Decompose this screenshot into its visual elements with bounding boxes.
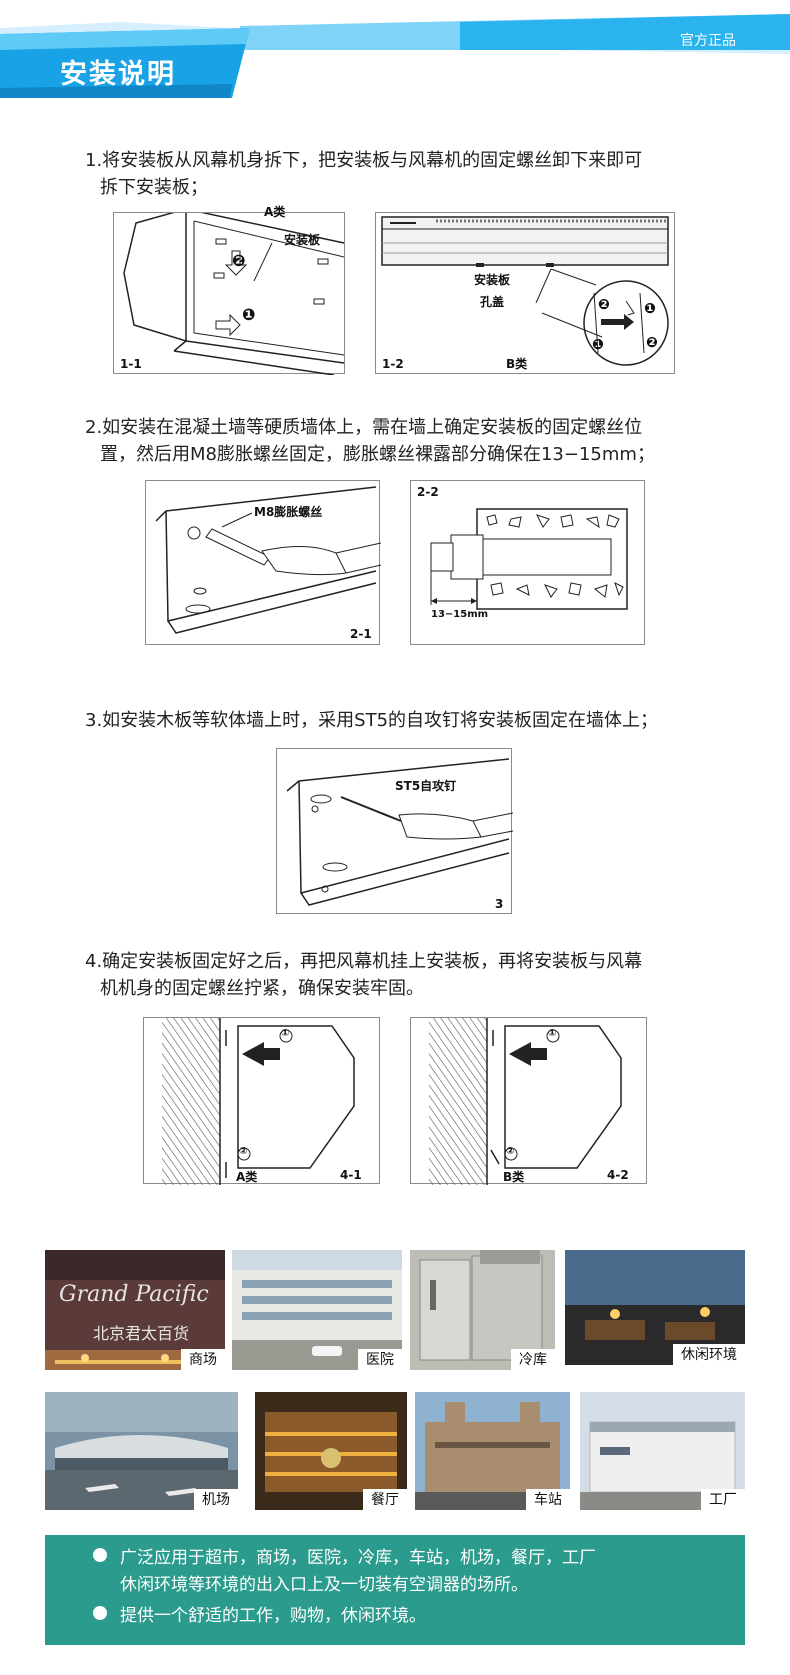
photo-caption: 工厂: [701, 1489, 745, 1510]
photo-caption: 休闲环境: [673, 1344, 745, 1365]
figure-2-2-drawing: [430, 508, 628, 610]
step-2-marker-icon: ②: [506, 1146, 515, 1157]
footer-line-1: 广泛应用于超市，商场，医院，冷库，车站，机场，餐厅，工厂: [120, 1548, 596, 1568]
step-4-line-1: 4.确定安装板固定好之后，再把风幕机挂上安装板，再将安装板与风幕: [85, 951, 643, 972]
marker-2-icon: ❷: [598, 297, 610, 313]
step-1-line-1: 1.将安装板从风幕机身拆下，把安装板与风幕机的固定螺丝卸下来即可: [85, 150, 643, 171]
figure-2-2-dimension: 13−15mm: [431, 609, 489, 620]
figure-2-1-drawing: [155, 486, 381, 634]
photo-caption: 医院: [358, 1349, 402, 1370]
figure-3: ST5自攻钉 3: [276, 748, 513, 914]
figure-2-2: 2-2 13−15mm: [410, 480, 645, 645]
figure-3-part: ST5自攻钉: [395, 779, 457, 793]
mall-sign-chinese: 北京君太百货: [93, 1324, 190, 1343]
photo-airport: 机场: [45, 1392, 238, 1510]
photo-mall: Grand Pacific 北京君太百货 商场: [45, 1250, 225, 1370]
photo-caption: 车站: [526, 1489, 570, 1510]
figure-1-1-number: 1-1: [120, 357, 142, 371]
photo-restaurant: 餐厅: [255, 1392, 407, 1510]
photo-cold-storage: 冷库: [410, 1250, 555, 1370]
marker-1-icon: ❶: [242, 305, 256, 324]
marker-2b-icon: ❷: [646, 335, 658, 351]
step-1-marker-icon: ①: [281, 1028, 290, 1039]
figure-3-drawing: [286, 758, 513, 906]
figure-1-2-part: 安装板: [474, 273, 511, 287]
marker-1-icon: ❶: [644, 301, 656, 317]
figure-1-1-drawing: [123, 213, 345, 375]
step-1-line-2: 拆下安装板；: [100, 177, 208, 198]
step-4-line-2: 机机身的固定螺丝拧紧，确保安装牢固。: [100, 978, 424, 999]
photo-caption: 机场: [194, 1489, 238, 1510]
figure-4-1-type: A类: [236, 1170, 258, 1184]
figure-4-1: ① ② A类 4-1: [143, 1017, 380, 1185]
figure-4-2-drawing: [429, 1018, 622, 1185]
figure-2-1: M8膨胀螺丝 2-1: [145, 480, 381, 645]
figure-2-1-part: M8膨胀螺丝: [254, 505, 323, 519]
footer-panel: 广泛应用于超市，商场，医院，冷库，车站，机场，餐厅，工厂 休闲环境等环境的出入口…: [45, 1535, 745, 1645]
photo-caption: 商场: [181, 1349, 225, 1370]
photo-caption: 餐厅: [363, 1489, 407, 1510]
figure-1-2-drawing: [381, 216, 669, 366]
figure-4-1-number: 4-1: [340, 1168, 362, 1182]
step-2-line-1: 2.如安装在混凝土墙等硬质墙体上，需在墙上确定安装板的固定螺丝位: [85, 417, 643, 438]
figure-1-2-part-2: 孔盖: [480, 295, 505, 309]
figure-2-2-number: 2-2: [417, 485, 439, 499]
step-3-line-1: 3.如安装木板等软体墙上时，采用ST5的自攻钉将安装板固定在墙体上；: [85, 710, 659, 731]
figure-1-1-type: A类: [264, 205, 286, 219]
photo-hospital: 医院: [232, 1250, 402, 1370]
header-banner: [0, 0, 790, 100]
step-2-marker-icon: ②: [239, 1146, 248, 1157]
bullet-icon: [93, 1548, 107, 1562]
step-1-marker-icon: ①: [548, 1028, 557, 1039]
footer-line-3: 提供一个舒适的工作，购物，休闲环境。: [120, 1606, 426, 1626]
figure-3-number: 3: [495, 897, 504, 911]
photo-factory: 工厂: [580, 1392, 745, 1510]
figure-1-1-part: 安装板: [284, 233, 321, 247]
marker-2-icon: ❷: [232, 251, 246, 270]
photo-caption: 冷库: [511, 1349, 555, 1370]
marker-1b-icon: ❶: [592, 337, 604, 353]
footer-line-2: 休闲环境等环境的出入口上及一切装有空调器的场所。: [120, 1575, 528, 1595]
photo-leisure: 休闲环境: [565, 1250, 745, 1365]
figure-4-2-number: 4-2: [607, 1168, 629, 1182]
figure-1-1: A类 安装板 ❷ ❶ 1-1: [113, 205, 345, 375]
figure-4-2: ① ② B类 4-2: [410, 1017, 647, 1185]
figure-2-1-number: 2-1: [350, 627, 372, 641]
figure-1-2-type: B类: [506, 357, 528, 371]
mall-sign-english: Grand Pacific: [59, 1282, 209, 1307]
photo-station: 车站: [415, 1392, 570, 1510]
bullet-icon: [93, 1606, 107, 1620]
authentic-tag: 官方正品: [680, 33, 736, 49]
figure-4-1-drawing: [162, 1018, 355, 1185]
section-title: 安装说明: [60, 59, 176, 90]
figure-1-2: 安装板 孔盖 ❷ ❶ ❶ ❷ 1-2 B类: [375, 212, 675, 374]
step-2-line-2: 置，然后用M8膨胀螺丝固定，膨胀螺丝裸露部分确保在13−15mm；: [100, 444, 655, 465]
figure-1-2-number: 1-2: [382, 357, 404, 371]
figure-4-2-type: B类: [503, 1170, 525, 1184]
